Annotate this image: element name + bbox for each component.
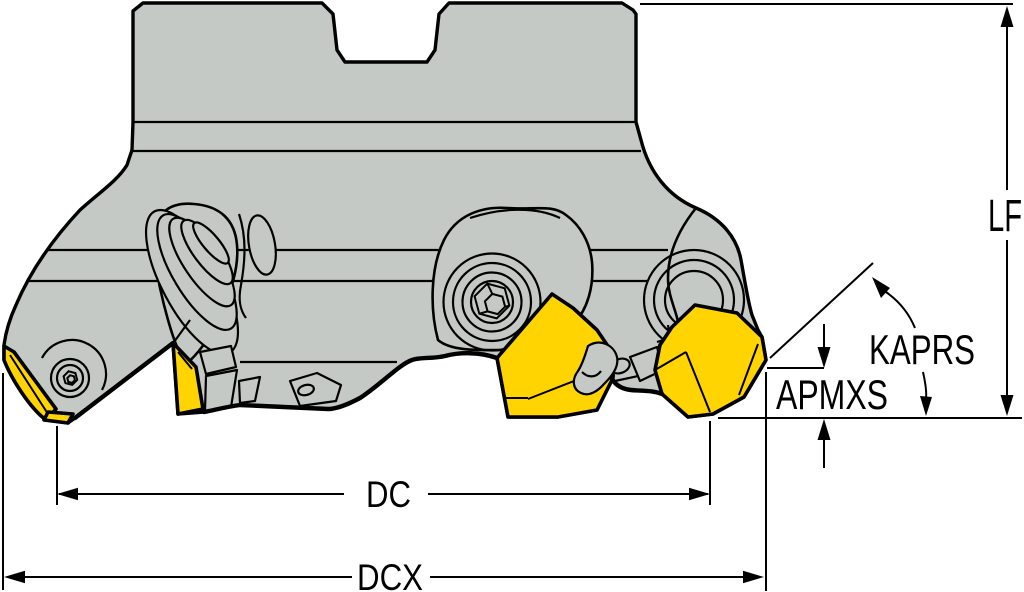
insert-second: [171, 341, 205, 416]
dc-arrow-right: [689, 487, 710, 501]
dcx-arrow-left: [4, 570, 25, 584]
dimension-label-dc: DC: [366, 474, 411, 515]
dc-arrow-left: [57, 487, 78, 501]
dimension-dcx: [4, 570, 764, 584]
clamp-finger: [572, 341, 619, 396]
cutting-edge-mid: [201, 351, 500, 415]
dimension-lines: [2, 3, 1022, 591]
dimension-label-apmxs: APMXS: [776, 371, 888, 418]
dimension-label-dcx: DCX: [357, 557, 423, 592]
insert-right: [653, 303, 768, 419]
dimension-kaprs: [872, 277, 932, 416]
cutting-edge-right: [609, 376, 665, 397]
apmxs-arrow-down: [817, 347, 831, 368]
insert-left-edge: [2, 344, 75, 425]
insert-seat-shapes: [198, 328, 698, 413]
kaprs-angle-line: [769, 262, 874, 359]
lf-arrow-up: [1000, 6, 1014, 27]
dimension-label-kaprs: KAPRS: [869, 326, 975, 373]
dimension-apmxs: [817, 324, 831, 468]
spiral-flute: [144, 202, 277, 366]
dcx-arrow-right: [743, 570, 764, 584]
kaprs-arrow-upper: [872, 277, 890, 298]
hex-socket: [473, 282, 511, 320]
kaprs-arrow-lower: [920, 396, 932, 416]
apmxs-arrow-up: [817, 419, 831, 440]
dimension-lf: [1000, 6, 1014, 416]
dimension-label-lf: LF: [988, 190, 1022, 241]
cutting-edge-left: [72, 340, 176, 421]
dimension-dc: [57, 487, 710, 501]
left-clamp-screw: [41, 338, 108, 399]
lf-arrow-down: [1000, 395, 1014, 416]
